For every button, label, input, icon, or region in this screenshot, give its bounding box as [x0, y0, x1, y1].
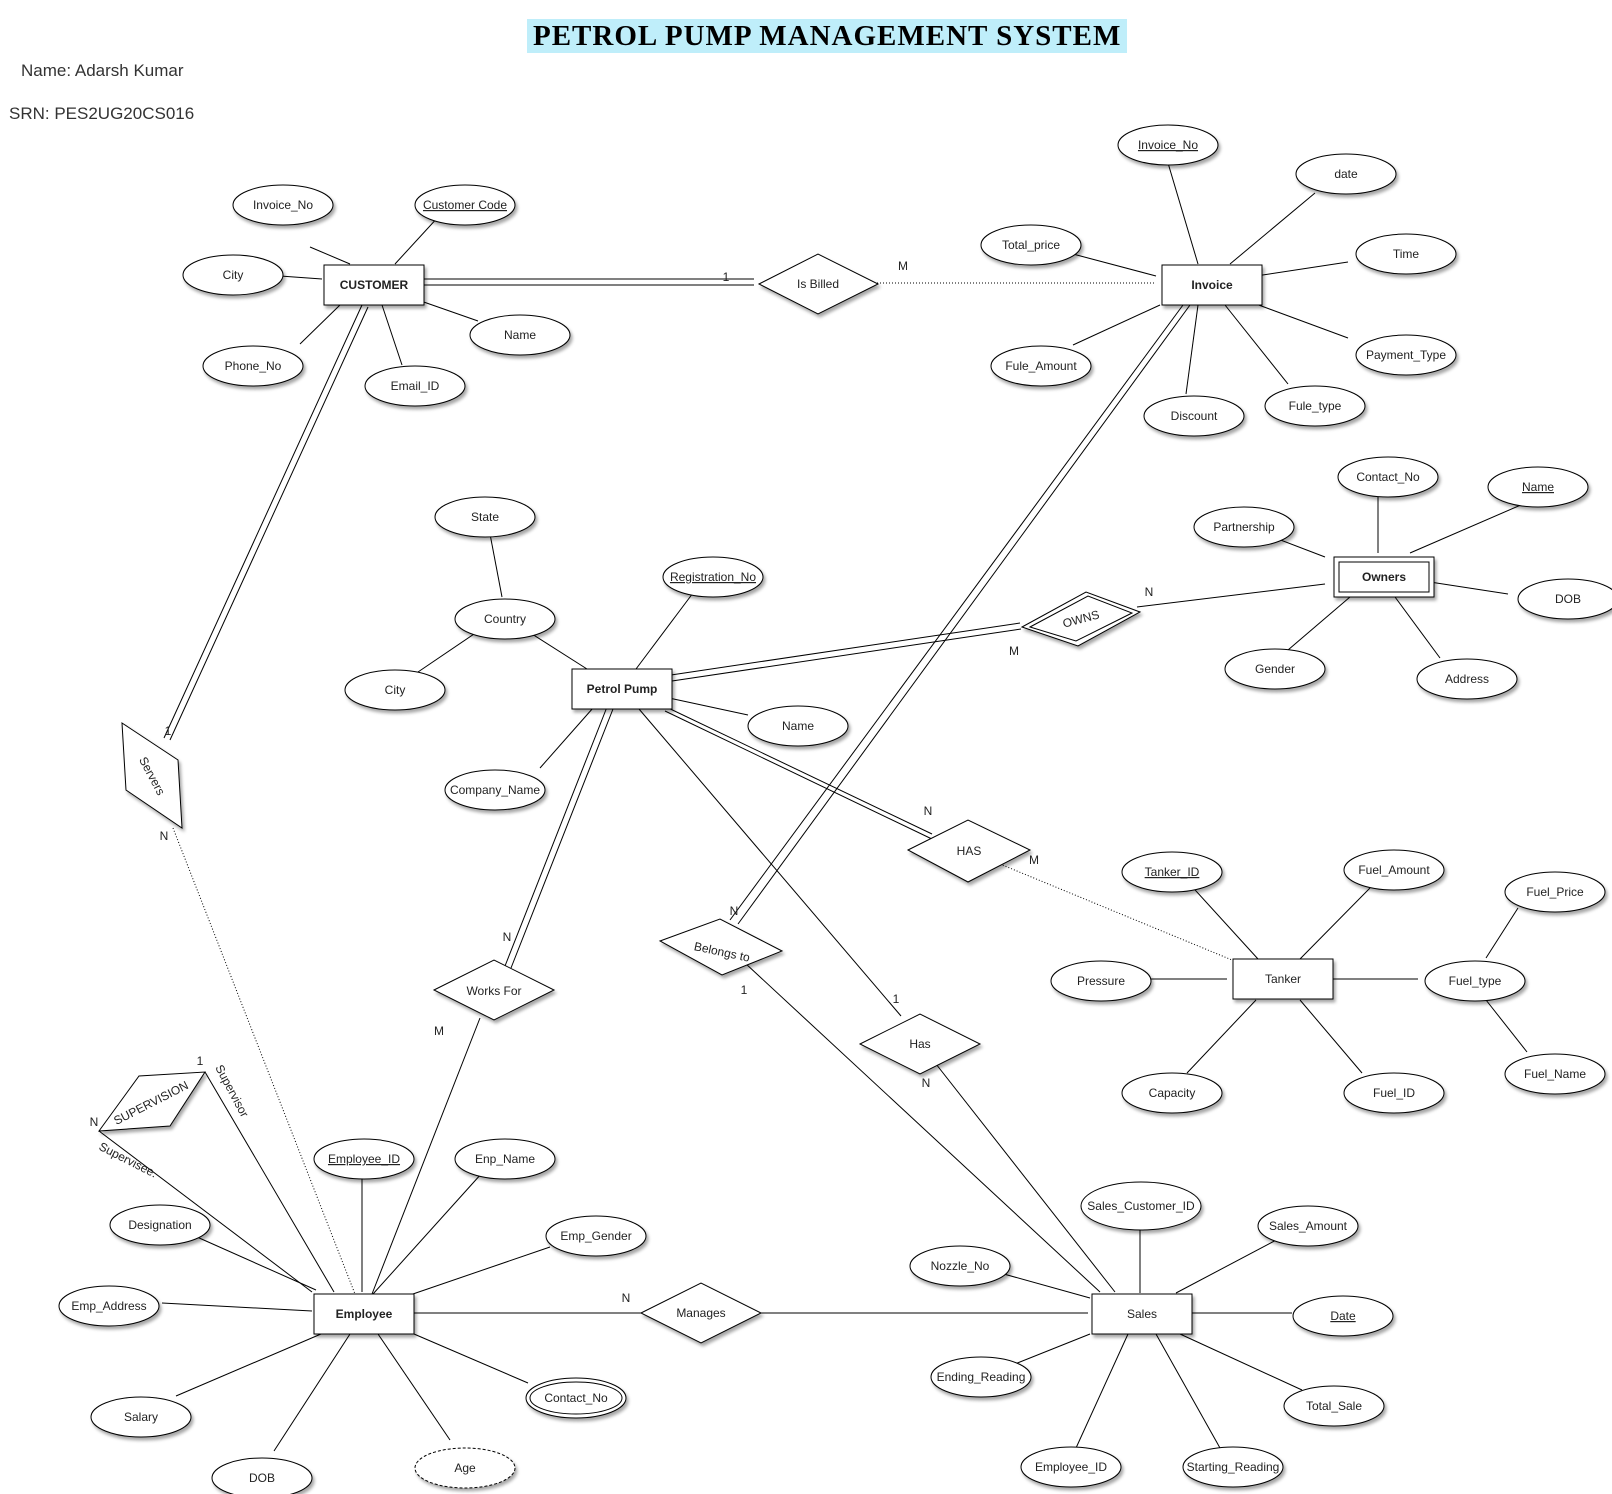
role-supervisee: Supervisee. [97, 1139, 160, 1180]
card-works-for-n: N [503, 930, 512, 944]
identifying-relationship-inner-border [1028, 595, 1134, 642]
attr-owners-contact-no: Contact_No [1356, 470, 1420, 484]
attr-employee-enp-name: Enp_Name [475, 1152, 535, 1166]
attr-sales-ending-reading: Ending_Reading [937, 1370, 1026, 1384]
attr-tanker-fuel-name: Fuel_Name [1524, 1067, 1586, 1081]
entity-petrol-pump: Petrol Pump [587, 682, 658, 696]
attr-invoice-total-price: Total_price [1002, 238, 1060, 252]
card-is-billed-1: 1 [723, 270, 730, 284]
attr-sales-starting-reading: Starting_Reading [1187, 1460, 1280, 1474]
attr-tanker-pressure: Pressure [1077, 974, 1125, 988]
attr-invoice-fule-amount: Fule_Amount [1005, 359, 1077, 373]
attr-pump-registration-no: Registration_No [670, 570, 756, 584]
attr-pump-company-name: Company_Name [450, 783, 540, 797]
attr-tanker-fuel-amount: Fuel_Amount [1358, 863, 1430, 877]
relationship-manages: Manages [676, 1306, 725, 1320]
attr-invoice-discount: Discount [1171, 409, 1218, 423]
attr-customer-phone-no: Phone_No [225, 359, 282, 373]
weak-entity-inner-border [1338, 561, 1430, 593]
relationship-works-for: Works For [466, 984, 521, 998]
relationship-has-sales: Has [909, 1037, 930, 1051]
attr-sales-customer-id: Sales_Customer_ID [1087, 1199, 1195, 1213]
card-works-for-m: M [434, 1024, 444, 1038]
attr-sales-date: Date [1330, 1309, 1356, 1323]
attr-invoice-payment-type: Payment_Type [1366, 348, 1446, 362]
diagram-title: PETROL PUMP MANAGEMENT SYSTEM [527, 19, 1128, 53]
attr-owners-name: Name [1522, 480, 1554, 494]
attr-tanker-fuel-type: Fuel_type [1449, 974, 1502, 988]
student-srn: SRN: PES2UG20CS016 [9, 104, 195, 123]
entity-owners: Owners [1362, 570, 1406, 584]
card-is-billed-m: M [898, 259, 908, 273]
attr-owners-gender: Gender [1255, 662, 1295, 676]
card-servers-n: N [160, 829, 169, 843]
attr-invoice-time: Time [1393, 247, 1420, 261]
entity-employee: Employee [336, 1307, 393, 1321]
attr-customer-invoice-no: Invoice_No [253, 198, 313, 212]
card-belongs-n: N [730, 904, 739, 918]
entity-invoice: Invoice [1191, 278, 1233, 292]
attr-employee-id: Employee_ID [328, 1152, 400, 1166]
attr-owners-address: Address [1445, 672, 1489, 686]
entity-tanker: Tanker [1265, 972, 1301, 986]
student-name: Name: Adarsh Kumar [21, 61, 184, 80]
entity-customer: CUSTOMER [340, 278, 409, 292]
attr-invoice-date: date [1334, 167, 1358, 181]
attr-tanker-fuel-price: Fuel_Price [1526, 885, 1584, 899]
attr-pump-country: Country [484, 612, 526, 626]
card-has-sales-1: 1 [893, 992, 900, 1006]
card-owns-n: N [1145, 585, 1154, 599]
multivalued-ring [529, 1381, 623, 1415]
relationship-has-tanker: HAS [957, 844, 982, 858]
attr-employee-dob: DOB [249, 1471, 275, 1485]
attr-tanker-id: Tanker_ID [1145, 865, 1200, 879]
attr-pump-name: Name [782, 719, 814, 733]
connector-lines [98, 162, 1531, 1452]
card-supervision-1: 1 [197, 1054, 204, 1068]
card-manages-n: N [622, 1291, 631, 1305]
attr-owners-partnership: Partnership [1213, 520, 1275, 534]
attr-employee-salary: Salary [124, 1410, 158, 1424]
attr-owners-dob: DOB [1555, 592, 1581, 606]
attr-invoice-fule-type: Fule_type [1289, 399, 1342, 413]
attr-tanker-capacity: Capacity [1149, 1086, 1196, 1100]
role-supervisor: Supervisor [212, 1062, 251, 1119]
card-servers-1: 1 [165, 724, 172, 738]
attr-customer-code: Customer Code [423, 198, 507, 212]
attr-employee-gender: Emp_Gender [560, 1229, 631, 1243]
attr-sales-total-sale: Total_Sale [1306, 1399, 1362, 1413]
attr-sales-employee-id: Employee_ID [1035, 1460, 1107, 1474]
attr-pump-city: City [385, 683, 406, 697]
attr-tanker-fuel-id: Fuel_ID [1373, 1086, 1415, 1100]
card-has-sales-n: N [922, 1076, 931, 1090]
attr-employee-contact-no: Contact_No [544, 1391, 608, 1405]
attr-employee-address: Emp_Address [71, 1299, 146, 1313]
card-has-tanker-n: N [924, 804, 933, 818]
attr-invoice-no: Invoice_No [1138, 138, 1198, 152]
attr-customer-name: Name [504, 328, 536, 342]
attr-employee-designation: Designation [128, 1218, 191, 1232]
entity-sales: Sales [1127, 1307, 1157, 1321]
attr-employee-age: Age [454, 1461, 476, 1475]
card-has-tanker-m: M [1029, 853, 1039, 867]
card-belongs-1: 1 [741, 983, 748, 997]
relationship-is-billed: Is Billed [797, 277, 839, 291]
attr-customer-email-id: Email_ID [391, 379, 440, 393]
attr-sales-amount: Sales_Amount [1269, 1219, 1348, 1233]
card-owns-m: M [1009, 644, 1019, 658]
attr-pump-state: State [471, 510, 499, 524]
attr-sales-nozzle-no: Nozzle_No [931, 1259, 990, 1273]
attr-customer-city: City [223, 268, 244, 282]
card-supervision-n: N [90, 1115, 99, 1129]
